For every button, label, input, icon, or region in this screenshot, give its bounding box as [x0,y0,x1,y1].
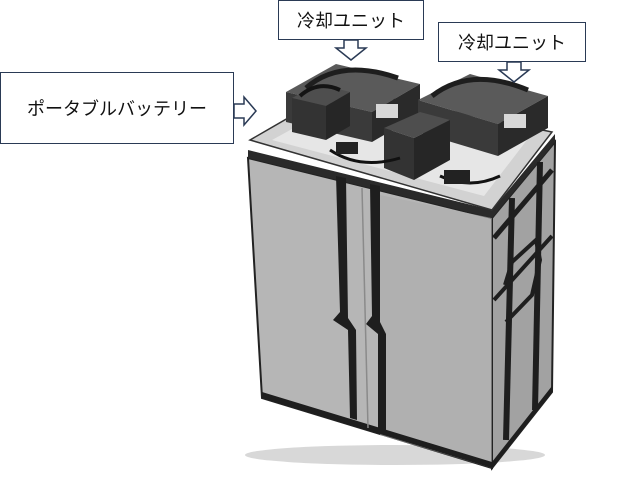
side-strap-2 [532,161,543,411]
box-front-shade [380,195,492,468]
arrow-cooling-left [333,39,369,61]
battery-side [326,92,350,140]
cooling-unit-right [418,74,548,156]
side-band-upper [492,168,554,240]
label-cooling-unit-right-text: 冷却ユニット [458,33,566,54]
unit-left-handle [304,67,399,90]
unit-right-panel [504,114,526,128]
arrow-battery [233,94,257,128]
module-top [384,112,450,138]
unit-right-front [418,100,498,156]
battery-front [292,98,326,140]
label-portable-battery-text: ポータブルバッテリー [27,99,207,120]
label-cooling-unit-left: 冷却ユニット [278,0,424,40]
callout-arrows [233,39,532,128]
cable-box-2 [444,170,470,184]
strap-right [366,184,386,430]
label-cooling-unit-left-text: 冷却ユニット [297,11,405,32]
cable-box-1 [336,142,358,154]
side-straps [492,161,554,441]
unit-right-handle [430,76,529,98]
label-cooling-unit-right: 冷却ユニット [438,22,586,62]
portable-battery [292,84,350,140]
strap-left [333,176,357,420]
front-straps [333,176,386,430]
unit-left-panel [376,104,398,118]
side-band-lower [492,234,554,302]
label-portable-battery: ポータブルバッテリー [0,72,234,144]
battery-handle [298,84,341,98]
front-module [329,112,501,185]
module-side [414,120,450,180]
arrow-cooling-right [496,61,532,83]
cable-1 [329,148,401,164]
door-seam [361,187,369,429]
module-front [384,128,414,180]
